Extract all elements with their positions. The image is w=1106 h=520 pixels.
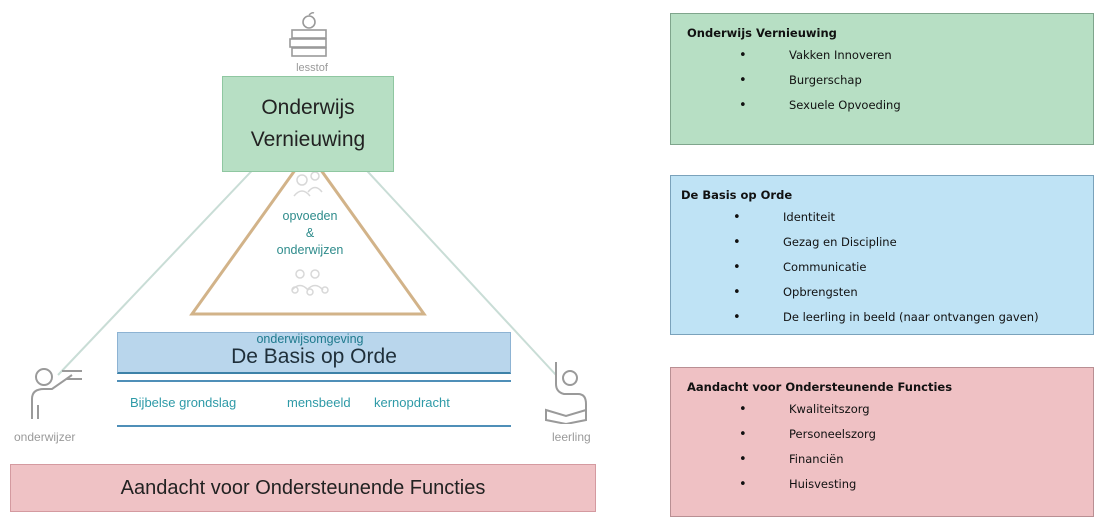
info-box-heading: Onderwijs Vernieuwing xyxy=(687,26,837,40)
foundation-top-rule xyxy=(117,380,511,382)
inner-triangle xyxy=(189,149,427,316)
list-item: Personeelszorg xyxy=(687,422,1077,447)
people-group-icon xyxy=(291,171,329,296)
list-item: Kwaliteitszorg xyxy=(687,397,1077,422)
info-box-list: Kwaliteitszorg Personeelszorg Financiën … xyxy=(687,397,1077,497)
ondersteunende-functies-box: Aandacht voor Ondersteunende Functies xyxy=(10,464,596,512)
info-box-list: Vakken Innoveren Burgerschap Sexuele Opv… xyxy=(687,43,1077,118)
foundation-kernopdracht: kernopdracht xyxy=(374,395,450,410)
info-box-onderwijs-vernieuwing: Onderwijs Vernieuwing Vakken Innoveren B… xyxy=(670,13,1094,145)
onderwijzer-label: onderwijzer xyxy=(14,430,76,444)
list-item: Financiën xyxy=(687,447,1077,472)
foundation-mensbeeld: mensbeeld xyxy=(287,395,351,410)
list-item: Opbrengsten xyxy=(681,280,1077,305)
foundation-bottom-rule xyxy=(117,425,511,427)
lesstof-label: lesstof xyxy=(296,62,328,74)
basis-op-orde-bar xyxy=(117,332,511,374)
list-item: Burgerschap xyxy=(687,68,1077,93)
list-item: Identiteit xyxy=(681,205,1077,230)
list-item: De leerling in beeld (naar ontvangen gav… xyxy=(681,305,1077,330)
basis-op-orde-title: De Basis op Orde xyxy=(231,345,397,368)
foundation-bijbelse-grondslag: Bijbelse grondslag xyxy=(130,395,237,410)
list-item: Communicatie xyxy=(681,255,1077,280)
opvoeden-onderwijzen-label: opvoeden & onderwijzen xyxy=(276,209,344,257)
teacher-icon xyxy=(26,365,86,423)
student-raised-hand-icon xyxy=(540,358,596,426)
info-box-heading: Aandacht voor Ondersteunende Functies xyxy=(687,380,953,394)
list-item: Sexuele Opvoeding xyxy=(687,93,1077,118)
onderwijs-vernieuwing-box: Onderwijs Vernieuwing xyxy=(222,76,394,172)
list-item: Gezag en Discipline xyxy=(681,230,1077,255)
info-box-basis-op-orde: De Basis op Orde Identiteit Gezag en Dis… xyxy=(670,175,1094,335)
leerling-label: leerling xyxy=(552,430,591,444)
info-box-ondersteunende-functies: Aandacht voor Ondersteunende Functies Kw… xyxy=(670,367,1094,517)
list-item: Vakken Innoveren xyxy=(687,43,1077,68)
onderwijsomgeving-label: onderwijsomgeving xyxy=(256,332,364,346)
books-apple-icon xyxy=(286,12,332,62)
info-box-list: Identiteit Gezag en Discipline Communica… xyxy=(681,205,1077,330)
info-box-heading: De Basis op Orde xyxy=(681,188,793,202)
list-item: Huisvesting xyxy=(687,472,1077,497)
